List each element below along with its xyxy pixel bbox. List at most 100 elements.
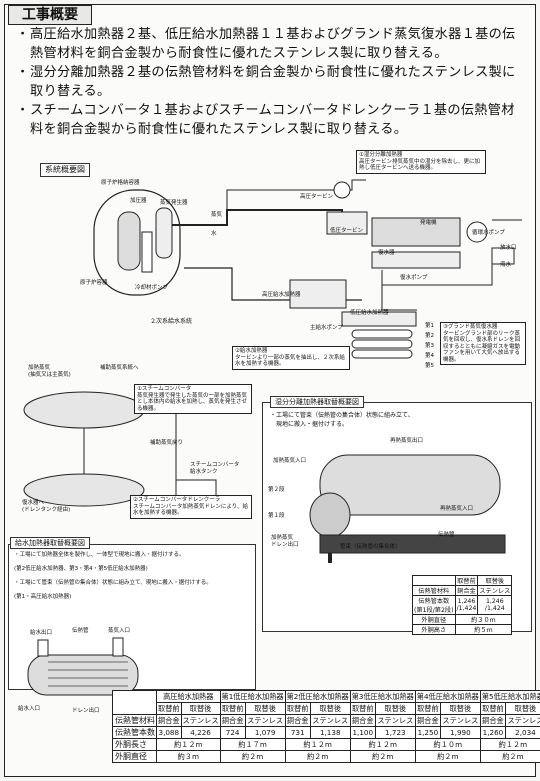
heating-steam-label: 加熱蒸気 (抽気又は主蒸気) — [28, 365, 71, 378]
msh-table-cell: 1,246 /1,424 — [477, 595, 513, 615]
heater-step-2: (第2低圧給水加熱器、第3・第4・第5低圧給水加熱器) — [14, 566, 148, 572]
msh-table-cell: 1,246 /1,424 — [454, 595, 479, 615]
table-group: 第2低圧給水加熱器 — [284, 690, 351, 703]
secondary-system-label: ２次系給水系統 — [150, 318, 193, 325]
table-group: 第4低圧給水加熱器 — [414, 690, 481, 703]
table-sub: 取替前 — [284, 702, 311, 715]
table-cell: 約１２m — [284, 738, 351, 751]
steam-label: 蒸気 — [211, 212, 223, 218]
water-out-label: 給水出口 — [30, 630, 53, 636]
reactor-label: 原子炉格納容器 — [101, 180, 140, 186]
table-cell: ステンレス — [309, 714, 351, 727]
water-label: 水 — [211, 231, 217, 237]
table-sub: 取替後 — [309, 702, 351, 715]
msh-table-header-1: 取替前 — [454, 575, 479, 586]
table-cell: 1,990 — [439, 726, 481, 739]
row-label: 伝熱管材料 — [112, 714, 157, 727]
table-cell: 約２m — [479, 750, 540, 763]
reheat-steam-in-label: 再熱蒸気入口 — [440, 506, 474, 512]
table-group: 第1低圧給水加熱器 — [219, 690, 286, 703]
table-sub: 取替後 — [374, 702, 416, 715]
lp-heater-label: 低圧給水加熱器 — [350, 310, 389, 316]
stage-5: 第5 — [425, 363, 434, 369]
row-label: 外胴直径 — [112, 750, 157, 763]
pressurizer-label: 加圧器 — [130, 198, 147, 204]
msh-step-2: 現地に搬入・据付けする。 — [276, 421, 349, 428]
reheat-steam-out-label: 再熱蒸気出口 — [390, 438, 424, 444]
feed-pump-label: 主給水ポンプ — [310, 325, 343, 331]
table-cell: 銅合金 — [156, 714, 182, 727]
msh-table-cell: 伝熱管材料 — [412, 585, 456, 596]
msh-table-cell: 約５m — [454, 624, 513, 635]
table-cell: 銅合金 — [479, 714, 507, 727]
table-cell: 1,100 — [349, 726, 376, 739]
heating-steam-in-label: 加熱蒸気入口 — [273, 458, 307, 464]
make-up-label: 補助蒸気戻り — [150, 440, 184, 446]
system-diagram-title: 系統概要図 — [40, 163, 90, 177]
msh-table-header-0 — [412, 575, 456, 586]
table-corner — [112, 690, 157, 715]
condenser-label: 復水器 — [378, 250, 395, 256]
outlet-label: 放水口 — [500, 245, 517, 251]
table-cell: 銅合金 — [349, 714, 376, 727]
table-cell: 銅合金 — [284, 714, 311, 727]
system-diagram — [93, 179, 522, 359]
msh-table-cell: 約３０m — [454, 614, 513, 625]
table-cell: 約１２m — [156, 738, 221, 751]
table-group: 第5低圧給水加熱器 — [479, 690, 540, 703]
heater-step-4: (第1・高圧給水加熱器) — [14, 594, 72, 600]
msh-table-cell: 外胴直径 — [412, 614, 456, 625]
heater-note: ②給水加熱器 タービンより一部の蒸気を抽出し、２次系給水を加熱する機器。 — [232, 346, 350, 370]
hp-heater-label: 高圧給水加熱器 — [262, 292, 301, 298]
table-sub: 取替後 — [244, 702, 286, 715]
bundle-label: 管束（伝熱管の集合体） — [340, 544, 401, 550]
stage-2-label: 第２段 — [268, 487, 285, 493]
msh-table-header-2: 取替後 — [477, 575, 513, 586]
msh-table-cell: 伝熱管本数 (第1段/第2段) — [412, 595, 456, 615]
msh-note: ①湿分分離加熱器 高圧タービン排気蒸気中の湿分を除去し、更に加熱し低圧タービンへ… — [356, 150, 486, 174]
table-cell: 約３m — [156, 750, 221, 763]
stage-4: 第4 — [425, 353, 434, 359]
table-sub: 取替前 — [219, 702, 246, 715]
msh-drawing — [309, 454, 506, 563]
table-cell: 約２m — [284, 750, 351, 763]
summary-bullet-3: スチームコンバータ１基およびスチームコンバータドレンクーラ１基の伝熱管材料を銅合… — [16, 102, 520, 139]
circ-pump-label: 循環水ポンプ — [472, 230, 505, 236]
heater-steam-in-label: 蒸気入口 — [108, 628, 131, 634]
msh-table-cell: 外胴高さ — [412, 624, 456, 635]
table-group: 高圧給水加熱器 — [156, 690, 221, 703]
stage-3: 第3 — [425, 343, 434, 349]
table-cell: ステンレス — [439, 714, 481, 727]
msh-table-cell: ステンレス — [477, 585, 513, 596]
table-cell: 銅合金 — [219, 714, 246, 727]
table-cell: 約１０m — [414, 738, 481, 751]
converter-tank-label: スチームコンバータ 給水タンク — [190, 462, 240, 475]
table-cell: 731 — [284, 726, 311, 739]
heater-tube-label: 伝熱管 — [72, 628, 89, 634]
table-sub: 取替前 — [479, 702, 507, 715]
drain-cooler-note: ②スチームコンバータドレンクーラ スチームコンバータ加熱蒸気ドレンにより、給水を… — [130, 495, 252, 519]
table-sub: 取替後 — [439, 702, 481, 715]
table-sub: 取替前 — [414, 702, 441, 715]
converter-diagram — [23, 391, 217, 507]
stage-1-label: 第１段 — [268, 513, 285, 519]
msh-spec-table: 取替前 取替後 伝熱管材料 銅合金 ステンレス 伝熱管本数 (第1段/第2段) … — [412, 575, 513, 635]
converter-note: ①スチームコンバータ 蒸気発生器で発生した蒸気の一部を加熱蒸気とし本体内の給水を… — [134, 384, 252, 414]
table-cell: 約２m — [349, 750, 416, 763]
table-group: 第3低圧給水加熱器 — [349, 690, 416, 703]
stage-1: 第1 — [425, 323, 434, 329]
table-cell: 724 — [219, 726, 246, 739]
table-cell: 2,034 — [505, 726, 540, 739]
msh-table-cell: 銅合金 — [454, 585, 479, 596]
stage-2: 第2 — [425, 333, 434, 339]
steam-generator-label: 蒸気発生器 — [160, 200, 188, 206]
table-cell: ステンレス — [505, 714, 540, 727]
table-cell: ステンレス — [180, 714, 221, 727]
row-label: 外胴長さ — [112, 738, 157, 751]
lp-turbine-label: 低圧タービン — [330, 228, 364, 234]
generator-label: 発電機 — [420, 220, 437, 226]
table-cell: 4,226 — [180, 726, 221, 739]
hp-turbine-label: 高圧タービン — [300, 194, 334, 200]
work-summary: 高圧給水加熱器２基、低圧給水加熱器１１基およびグランド蒸気復水器１基の伝熱管材料… — [16, 26, 520, 140]
table-cell: 1,250 — [414, 726, 441, 739]
